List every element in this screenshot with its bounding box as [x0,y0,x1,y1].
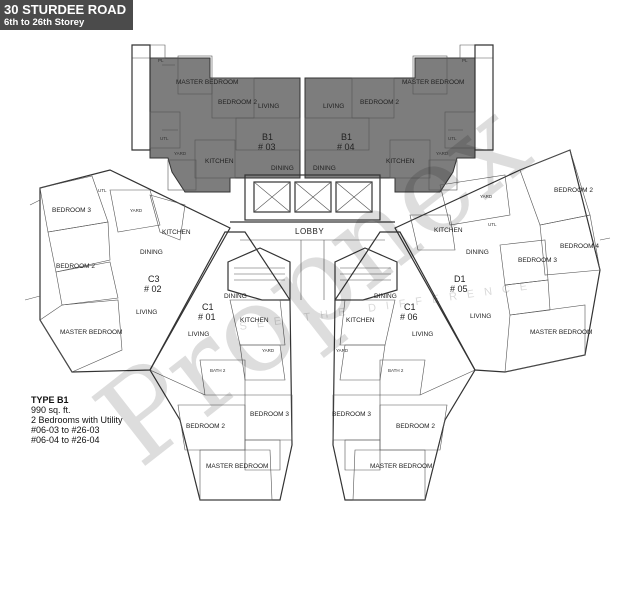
d1-05-bedroom-2: BEDROOM 2 [554,187,593,194]
project-title: 30 STURDEE ROAD [4,2,127,17]
b1-03-dining: DINING [271,165,294,172]
lobby-label: LOBBY [295,227,324,236]
d1-05-master-bedroom: MASTER BEDROOM [530,329,592,336]
b1-04-type: B1 [341,132,352,142]
c1-01-bath-2: BATH 2 [210,368,226,373]
unit-c1-01 [149,231,293,501]
b1-03-living: LIVING [258,103,279,110]
c3-02-yard: YARD [130,208,143,213]
b1-03-number: # 03 [258,142,276,152]
d1-05-type: D1 [454,274,466,284]
b1-04-living: LIVING [323,103,344,110]
c1-01-master-bedroom: MASTER BEDROOM [206,463,268,470]
unit-c1-06 [332,231,476,501]
b1-04-kitchen: KITCHEN [386,158,415,165]
b1-04-dining: DINING [313,165,336,172]
b1-03-utl: UTL [160,136,169,141]
b1-03-yard: YARD [174,151,187,156]
b1-03-bedroom-2: BEDROOM 2 [218,99,257,106]
d1-05-bedroom-3: BEDROOM 3 [518,257,557,264]
b1-04-yard: YARD [436,151,449,156]
c1-06-living: LIVING [412,331,433,338]
c3-02-utl: UTL [98,188,107,193]
c3-02-bedroom-3: BEDROOM 3 [52,207,91,214]
c1-06-bedroom-2: BEDROOM 2 [396,423,435,430]
info-range-1: #06-03 to #26-03 [31,425,100,435]
info-bedrooms: 2 Bedrooms with Utility [31,415,123,425]
c1-01-number: # 01 [198,312,216,322]
b1-04-utl: UTL [448,136,457,141]
d1-05-utl: UTL [488,222,497,227]
c3-02-bedroom-2: BEDROOM 2 [56,263,95,270]
d1-05-dining: DINING [466,249,489,256]
c1-01-kitchen: KITCHEN [240,317,269,324]
info-range-2: #06-04 to #26-04 [31,435,100,445]
c1-06-master-bedroom: MASTER BEDROOM [370,463,432,470]
storey-range: 6th to 26th Storey [4,17,85,28]
unit-b1-03 [131,44,301,193]
b1-03-kitchen: KITCHEN [205,158,234,165]
c1-06-number: # 06 [400,312,418,322]
c1-06-kitchen: KITCHEN [346,317,375,324]
c1-01-dining: DINING [224,293,247,300]
c3-02-living: LIVING [136,309,157,316]
b1-04-number: # 04 [337,142,355,152]
b1-04-pl: PL [462,58,468,63]
c3-02-kitchen: KITCHEN [162,229,191,236]
info-area: 990 sq. ft. [31,405,71,415]
c1-06-yard: YARD [336,348,349,353]
d1-05-number: # 05 [450,284,468,294]
unit-b1-04 [304,44,494,193]
c1-06-bedroom-3: BEDROOM 3 [332,411,371,418]
unit-d1-05 [394,149,611,373]
c1-06-type: C1 [404,302,416,312]
c3-02-dining: DINING [140,249,163,256]
b1-04-master-bedroom: MASTER BEDROOM [402,79,464,86]
d1-05-bedroom-4: BEDROOM 4 [560,243,599,250]
c1-01-bedroom-3: BEDROOM 3 [250,411,289,418]
c3-02-type: C3 [148,274,160,284]
c1-01-yard: YARD [262,348,275,353]
title-block: 30 STURDEE ROAD 6th to 26th Storey [0,0,133,30]
b1-03-master-bedroom: MASTER BEDROOM [176,79,238,86]
d1-05-living: LIVING [470,313,491,320]
c1-06-dining: DINING [374,293,397,300]
c1-06-bath-2: BATH 2 [388,368,404,373]
unit-tags: B1 # 03 B1 # 04 C3 # 02 C1 # 01 C1 # 06 … [144,132,468,322]
c3-02-number: # 02 [144,284,162,294]
info-type: TYPE B1 [31,395,69,405]
c1-01-bedroom-2: BEDROOM 2 [186,423,225,430]
d1-05-kitchen: KITCHEN [434,227,463,234]
room-labels: MASTER BEDROOM BEDROOM 2 LIVING DINING K… [52,58,599,470]
unit-info: TYPE B1 990 sq. ft. 2 Bedrooms with Util… [31,395,123,445]
lift-core [244,174,381,221]
c1-01-living: LIVING [188,331,209,338]
c3-02-master-bedroom: MASTER BEDROOM [60,329,122,336]
b1-03-type: B1 [262,132,273,142]
d1-05-yard: YARD [480,194,493,199]
c1-01-type: C1 [202,302,214,312]
b1-04-bedroom-2: BEDROOM 2 [360,99,399,106]
b1-03-pl: PL [158,58,164,63]
